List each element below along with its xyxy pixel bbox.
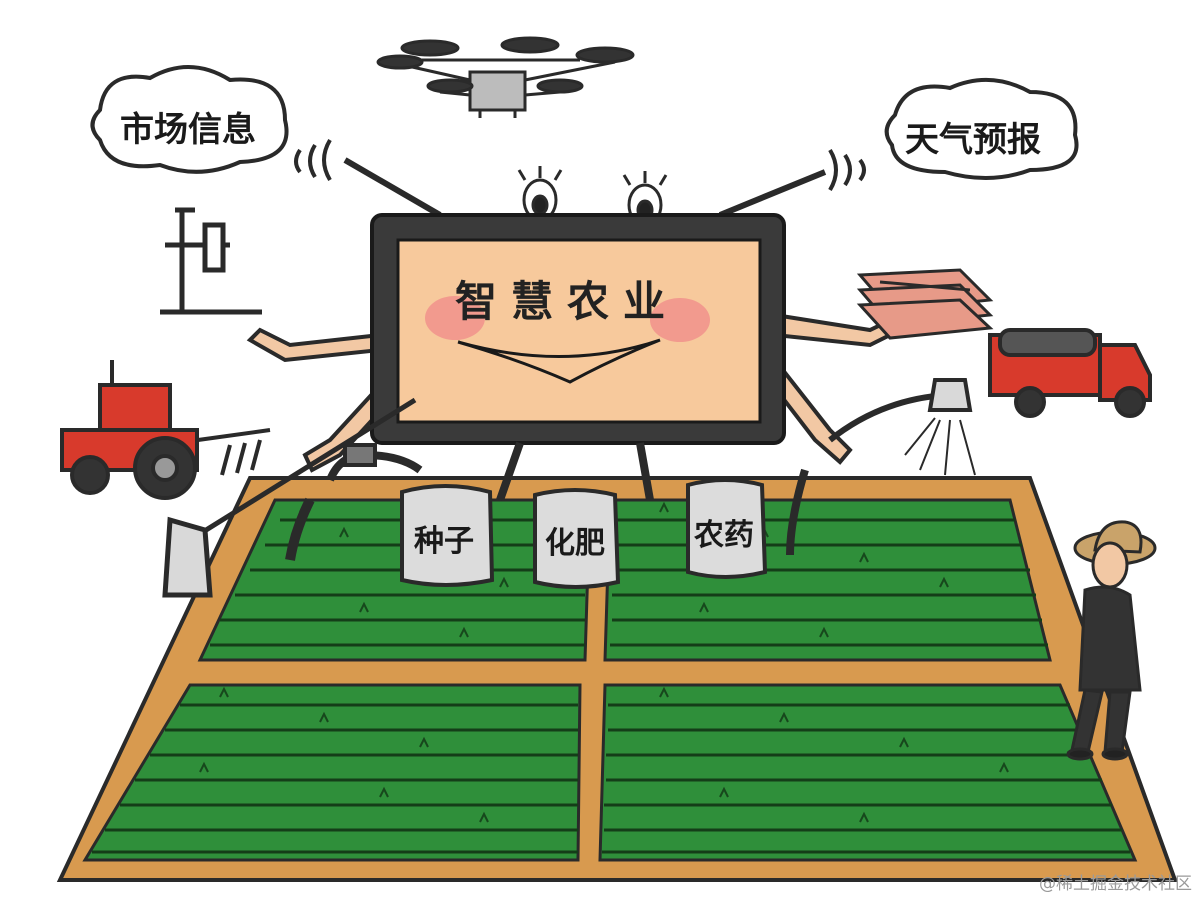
weather-forecast-bubble <box>884 78 1079 180</box>
smart-monitor <box>370 213 786 502</box>
field-plot-bottom-right <box>598 683 1138 862</box>
screen-title: 智慧农业 <box>455 277 680 326</box>
signal-waves-right <box>828 148 866 192</box>
sprinkler-icon <box>786 378 976 556</box>
signal-waves-left <box>294 138 332 182</box>
antennas <box>343 157 827 218</box>
right-cheek <box>650 298 710 342</box>
pesticide-sack-label: 农药 <box>694 518 754 553</box>
money-stack-icon <box>856 268 994 340</box>
farm-field <box>56 476 1178 882</box>
scale-icon <box>160 207 262 315</box>
drone-icon <box>376 36 635 118</box>
truck-icon <box>988 328 1152 418</box>
water-faucet-icon <box>285 443 423 561</box>
tractor-icon <box>60 360 271 500</box>
hoe-icon <box>162 397 417 598</box>
fertilizer-sack <box>533 488 621 589</box>
farmer-figure <box>1066 520 1157 761</box>
smile <box>457 338 661 384</box>
left-cheek <box>425 296 485 340</box>
seed-sack-label: 种子 <box>414 524 474 559</box>
market-info-label: 市场信息 <box>120 110 256 150</box>
watermark: @稀土掘金技术社区 <box>1039 874 1192 894</box>
pesticide-sack <box>686 478 768 579</box>
weather-forecast-label: 天气预报 <box>905 120 1041 160</box>
fertilizer-sack-label: 化肥 <box>545 526 605 561</box>
sacks <box>400 478 768 589</box>
seed-sack <box>400 484 495 587</box>
market-info-bubble <box>90 65 289 174</box>
